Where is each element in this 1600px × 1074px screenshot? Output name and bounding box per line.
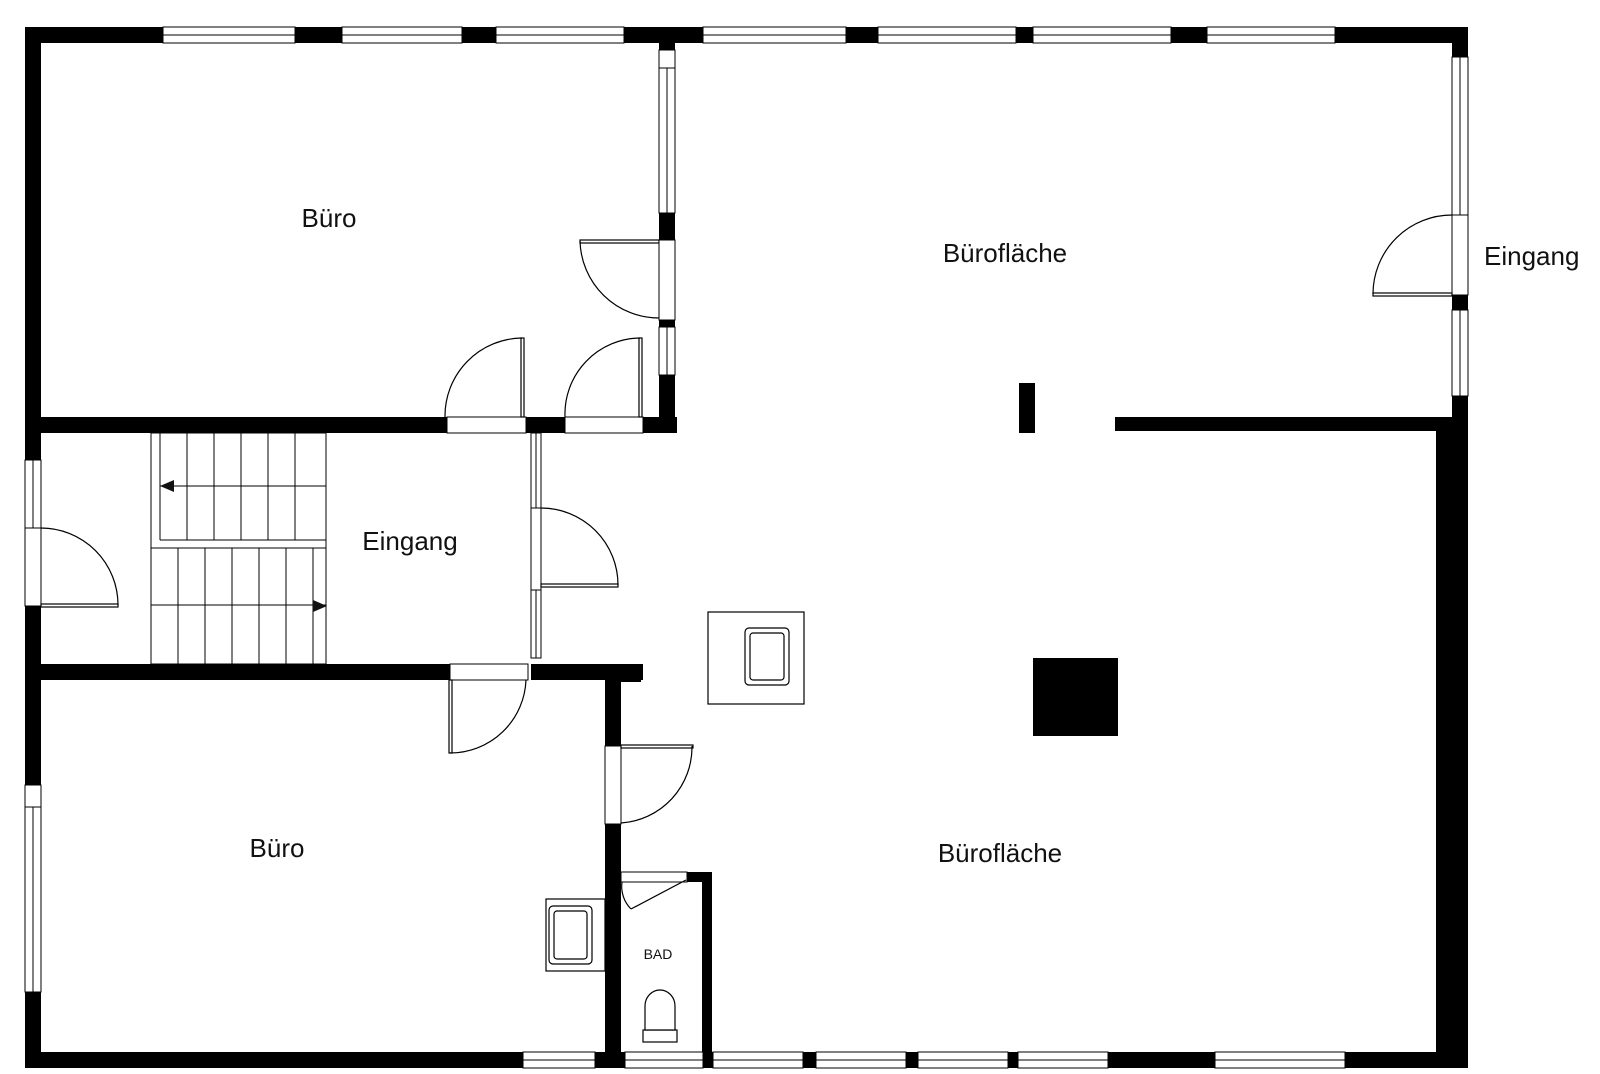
door-buero-top-1 <box>444 337 527 434</box>
door-buero-top-side <box>579 239 676 321</box>
room-label-eingang-right: Eingang <box>1484 241 1579 271</box>
interior-walls <box>25 43 1468 1068</box>
door-eingang-left <box>24 527 119 608</box>
doors <box>24 214 1469 910</box>
door-eingang-right <box>1372 214 1469 297</box>
staircase <box>150 432 327 665</box>
stair-arrow-down-icon <box>313 600 327 612</box>
room-label-bad: BAD <box>644 946 673 962</box>
door-eingang-hall <box>530 507 619 591</box>
room-label-buerofläche-top: Bürofläche <box>943 238 1067 268</box>
door-buero-bottom-1 <box>448 663 529 754</box>
room-label-buerofläche-bottom: Bürofläche <box>938 838 1062 868</box>
room-label-buero-bottom: Büro <box>250 833 305 863</box>
sink-hall-icon <box>707 611 805 705</box>
sink-buero-icon <box>545 898 606 972</box>
stair-arrow-up-icon <box>160 480 174 492</box>
room-labels: Büro Bürofläche Eingang Eingang Büro Bür… <box>250 203 1580 962</box>
door-buero-bottom-2 <box>604 744 694 825</box>
room-label-eingang-left: Eingang <box>362 526 457 556</box>
door-buero-top-2 <box>564 337 644 434</box>
door-bad <box>620 871 688 910</box>
windows <box>24 26 1469 1069</box>
room-label-buero-top: Büro <box>302 203 357 233</box>
toilet-icon <box>642 989 678 1043</box>
fixtures <box>545 611 805 1043</box>
